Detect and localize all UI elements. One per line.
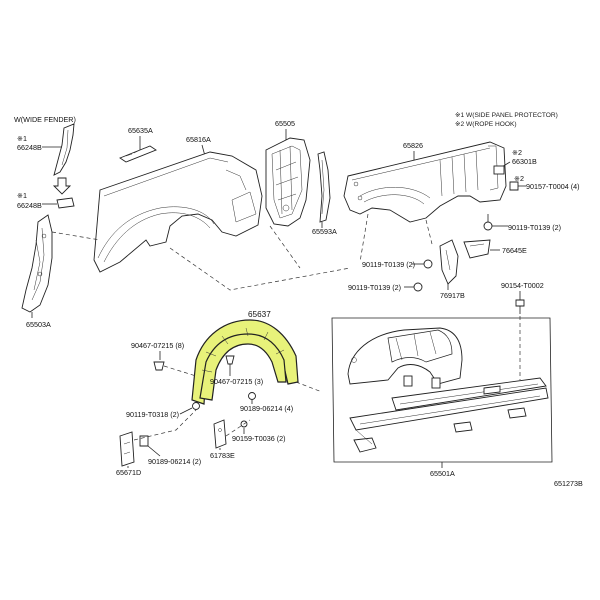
label-90157: 90157-T0004 (4): [526, 182, 580, 191]
label-90119-t0139-a: 90119-T0139 (2): [508, 223, 561, 232]
bolt-90119-t0318: [192, 402, 200, 410]
ref-code: 651273B: [554, 479, 583, 488]
label-90189-4: 90189-06214 (4): [240, 404, 293, 413]
label-66248b-top-mark: ※1: [17, 134, 27, 143]
label-65637: 65637: [248, 310, 271, 319]
label-65816a: 65816A: [186, 135, 211, 144]
clip-90467-3: [225, 355, 235, 365]
bolt-90157: [509, 181, 519, 191]
label-65826: 65826: [403, 141, 423, 150]
label-66301b-mark: ※2: [512, 148, 522, 157]
clip-90467-8: [153, 361, 165, 371]
bed-side-panel-65826: [343, 141, 507, 223]
nut-90189-4: [248, 392, 256, 400]
label-76645e: 76645E: [502, 246, 527, 255]
label-90119-t0318: 90119-T0318 (2): [126, 410, 179, 419]
label-90119-t0139-c: 90119-T0139 (2): [348, 283, 401, 292]
deck-assembly-frame: [331, 317, 553, 463]
mudguard-65503a: [21, 214, 53, 318]
fender-trim-66248b: [42, 123, 75, 176]
label-65593a: 65593A: [312, 227, 337, 236]
bracket-61783e: [213, 419, 227, 449]
label-61783e: 61783E: [210, 451, 235, 460]
label-66248b-mid-mark: ※1: [17, 191, 27, 200]
bracket-65635a: [119, 145, 157, 163]
mudguard-76917b: [439, 239, 459, 285]
rope-hook-66301b: [493, 165, 505, 175]
label-65671d: 65671D: [116, 468, 141, 477]
bolt-90154: [515, 299, 525, 314]
label-wide-fender: W(WIDE FENDER): [14, 115, 76, 124]
note-2: ※2 W(ROPE HOOK): [455, 121, 517, 128]
bolt-90119-a: [483, 214, 493, 231]
wheelhouse-liner-65637: [191, 319, 299, 405]
strip-65593a: [317, 151, 331, 223]
label-90119-t0139-b: 90119-T0139 (2): [362, 260, 415, 269]
label-66248b-top: 66248B: [17, 143, 42, 152]
bracket-65671d: [119, 431, 135, 467]
deck-assembly-65501a: [347, 327, 549, 453]
mudflap-76645e: [463, 239, 491, 259]
label-90154: 90154-T0002: [501, 281, 544, 290]
note-1: ※1 W(SIDE PANEL PROTECTOR): [455, 112, 558, 119]
label-65635a: 65635A: [128, 126, 153, 135]
bolt-90119-b: [423, 259, 433, 269]
label-90189-2: 90189-06214 (2): [148, 457, 201, 466]
label-90159: 90159-T0036 (2): [232, 434, 286, 443]
rear-fender-65816a: [93, 151, 263, 273]
label-90467-3: 90467-07215 (3): [210, 377, 263, 386]
clip-66248b: [42, 197, 75, 209]
bolt-90119-c: [413, 282, 423, 292]
label-66301b: 66301B: [512, 157, 537, 166]
label-65505: 65505: [275, 119, 295, 128]
label-90467-8: 90467-07215 (8): [131, 341, 184, 350]
arrow-down-icon: [52, 177, 72, 195]
label-66248b-mid: 66248B: [17, 201, 42, 210]
label-65503a: 65503A: [26, 320, 51, 329]
label-76917b: 76917B: [440, 291, 465, 300]
inner-panel-65505: [265, 137, 311, 227]
label-90157-mark: ※2: [514, 174, 524, 183]
label-65501a: 65501A: [430, 469, 455, 478]
